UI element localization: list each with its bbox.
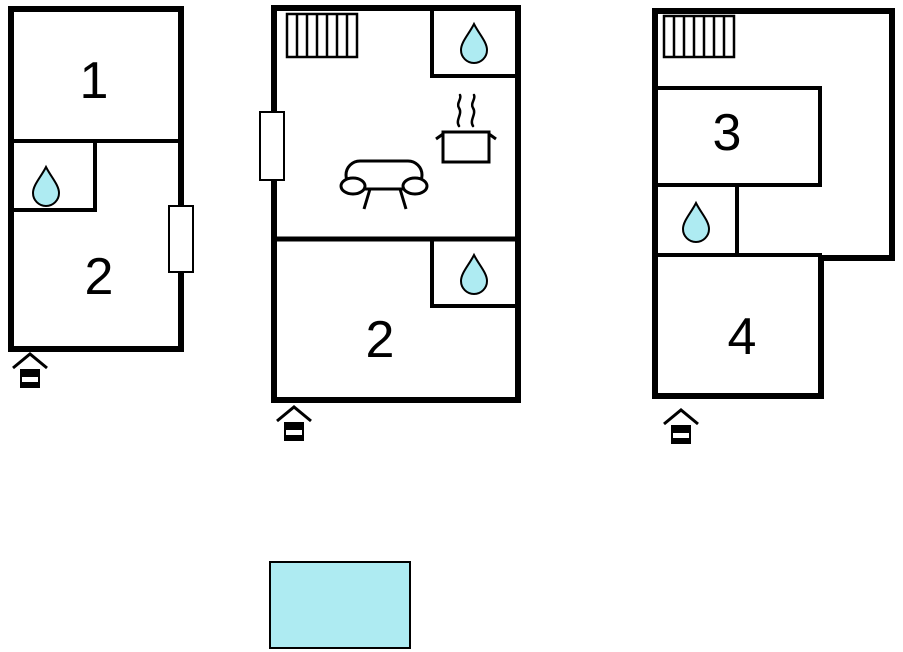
floor-plan-left: 1 2 bbox=[8, 6, 194, 388]
room-label-2: 2 bbox=[366, 311, 395, 369]
entrance-icon bbox=[276, 405, 312, 441]
sofa-icon bbox=[339, 159, 429, 210]
water-drop-icon bbox=[459, 252, 489, 295]
pool bbox=[269, 561, 411, 649]
stairs-icon bbox=[662, 14, 736, 59]
floor-middle-top-bathroom-wall bbox=[430, 6, 520, 78]
room-label-4: 4 bbox=[728, 308, 757, 366]
entrance-icon bbox=[12, 352, 48, 388]
water-drop-icon bbox=[459, 21, 489, 64]
entrance-icon bbox=[663, 408, 699, 444]
room-label-1: 1 bbox=[80, 52, 109, 110]
water-drop-icon bbox=[31, 164, 61, 207]
stairs-icon bbox=[285, 12, 359, 59]
floor-middle-outline bbox=[271, 5, 521, 403]
floor-right-room4-wall bbox=[653, 253, 822, 398]
window-icon bbox=[259, 111, 285, 181]
floor-middle-bottom-bathroom-wall bbox=[430, 237, 520, 308]
floor-plan-middle: 2 bbox=[259, 5, 521, 441]
water-drop-icon bbox=[681, 200, 711, 243]
cooking-pot-icon bbox=[435, 93, 497, 164]
window-icon bbox=[168, 205, 194, 273]
room-label-2: 2 bbox=[85, 248, 114, 306]
floor-right-outline bbox=[652, 8, 895, 399]
floor-left-bathroom-wall bbox=[9, 139, 97, 212]
floor-plan-right: 3 4 bbox=[652, 8, 895, 444]
room-label-3: 3 bbox=[713, 104, 742, 162]
